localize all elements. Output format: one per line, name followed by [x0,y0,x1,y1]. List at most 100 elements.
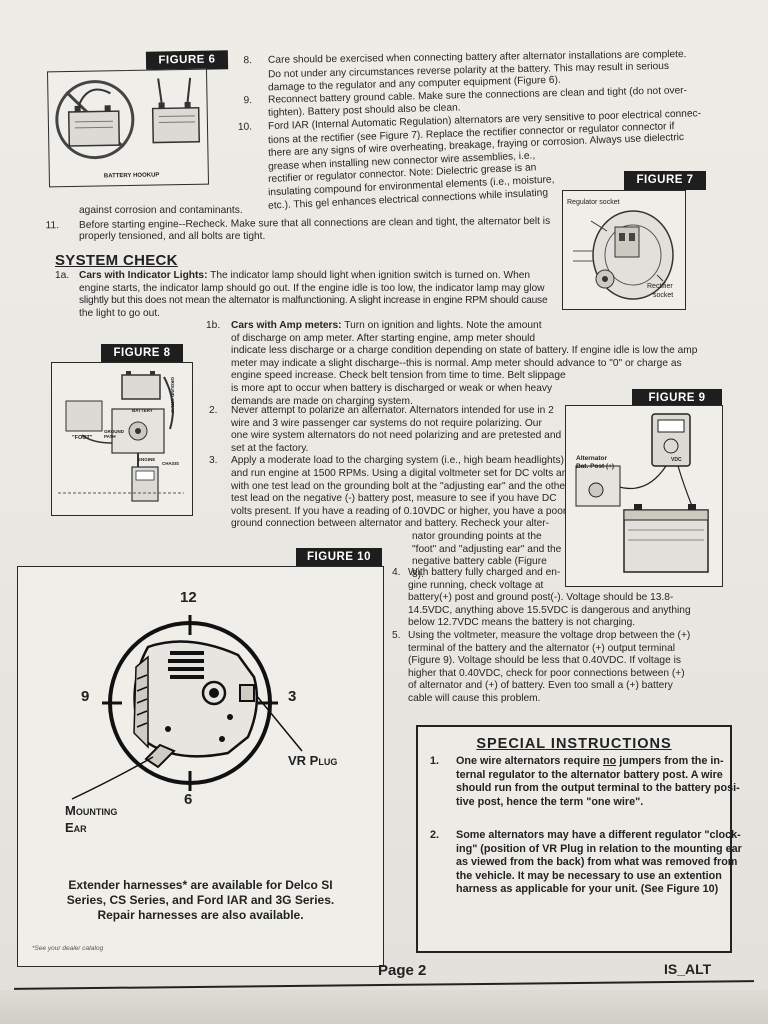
item-5-line-5: of alternator and (+) of battery. Even t… [408,680,673,692]
item-1a-line-2: engine starts, the indicator lamp should… [79,282,545,294]
fig8-ground-path-label: GROUND PATH [104,429,124,439]
item-1b-line-6: is more apt to occur when battery is dis… [231,382,553,394]
figure-10-box: 12 3 6 9 VR Plug Mounting Ear Extender h… [17,566,384,967]
figure-6-caption: BATTERY HOOKUP [103,172,160,180]
item-1b-line-3: indicate less discharge or a charge cond… [231,345,698,357]
special-item-1-line-1a: One wire alternators require [456,755,604,767]
footer-rule [14,980,754,990]
item-1a-line-1: The indicator lamp should light when ign… [210,270,531,281]
item-5-line-2: terminal of the battery and the alternat… [408,642,675,654]
item-3-line-1: Apply a moderate load to the charging sy… [231,455,564,467]
alt-bat-post-label-1: Alternator [576,455,608,462]
fig8-engine-label: ENGINE [138,457,156,462]
special-item-2-line-5: harness as applicable for your unit. (Se… [456,883,719,896]
special-item-2-line-3: as viewed from the back) from what was r… [456,856,738,869]
item-1a-number: 1a. [55,270,70,281]
item-2-line-2: wire and 3 wire passenger car systems do… [231,417,542,429]
item-5-line-6: cable will cause this problem. [408,692,541,704]
item-2-line-1: Never attempt to polarize an alternator.… [231,405,554,416]
item-1b-line-1: Turn on ignition and lights. Note the am… [344,320,542,331]
regulator-clocking-diagram [71,615,303,800]
fig8-chassis-label: CHASIS [162,461,180,466]
item-5-line-3: (Figure 9). Voltage should be less that … [408,655,681,667]
system-check-title: SYSTEM CHECK [55,252,178,269]
item-3-line-10: 8). [412,568,424,580]
item-3-line-3: with one test lead on the grounding bolt… [231,480,569,492]
mounting-label: Mounting [65,803,118,818]
item-4-line-3: battery(+) post and ground post(-). Volt… [408,592,674,604]
special-item-1-line-1b: no [603,755,617,767]
ear-label: Ear [65,820,87,835]
figure-6-box: BATTERY HOOKUP [46,68,210,188]
item-1b-line-5: engine speed increase. Check belt tensio… [231,370,566,382]
clock-6-label: 6 [184,791,193,808]
regulator-socket-label: Regulator socket [567,199,620,206]
item-1a: 1a. Cars with Indicator Lights: The indic… [55,270,555,320]
item-1b-line-2: of discharge on amp meter. After startin… [231,332,536,344]
item-2-number: 2. [209,405,218,416]
figure-6-label: FIGURE 6 [145,50,229,71]
special-item-1-line-1c: jumpers from the in- [616,755,724,767]
item-8-number: 8. [243,55,253,67]
item-3-line-2: and run engine at 1500 RPMs. Using a dig… [231,467,574,479]
rectifier-socket-label-1: Rectifier [647,283,673,290]
clock-3-label: 3 [288,688,297,705]
voltage-drop-test-illustration [575,413,709,573]
battery-hookup-illustration [55,77,201,160]
figure-7-label: FIGURE 7 [624,171,706,190]
fig8-foot-label: "FOOT" [72,435,93,441]
special-item-1-line-3: should run from the output terminal to t… [456,782,740,795]
item-3-line-4: test lead on the negative (-) battery po… [231,493,557,505]
item-3-line-6: ground connection between alternator and… [231,518,550,530]
figure-9-box: VDC Alternator Bat. Post (+) [565,405,723,587]
alt-bat-post-label-2: Bat. Post (+) [576,463,615,470]
special-item-2-line-4: the vehicle. It may be necessary to use … [456,869,722,882]
bottom-shadow-strip [0,990,768,1024]
item-1a-heading: Cars with Indicator Lights: [79,270,208,281]
clock-12-label: 12 [180,589,197,606]
item-1b: 1b.Cars with Amp meters: Turn on ignitio… [206,320,706,408]
item-11-line-2: properly tensioned, and all bolts are ti… [79,230,266,242]
extender-line-3: Repair harnesses are also available. [97,908,304,922]
fig8-ground-strap-label: GROUND STRAP [170,377,175,414]
ground-path-illustration [58,371,184,502]
item-1b-line-4: meter may indicate a slight discharge--t… [231,357,682,369]
item-4-line-1: With battery fully charged and en- [408,567,561,578]
meter-reading: VDC [671,457,682,463]
item-1a-line-4: the light to go out. [79,307,160,319]
figure-8-box: BATTERY GROUND STRAP "FOOT" GROUND PATH … [51,362,193,516]
item-3-number: 3. [209,455,218,467]
item-3-line-9: negative battery cable (Figure [412,556,547,568]
special-item-2-line-2: ing" (position of VR Plug in relation to… [456,842,742,855]
item-2-line-3: one wire system alternators do not need … [231,430,562,442]
item-3-line-8: "foot" and "adjusting ear" and the [412,543,562,555]
dealer-catalog-footnote: *See your dealer catalog [32,945,104,952]
item-4-number: 4. [392,567,401,578]
item-5-line-1: Using the voltmeter, measure the voltage… [408,629,691,641]
item-2-line-4: set at the factory. [231,442,309,454]
figure-10-label: FIGURE 10 [296,548,382,567]
special-instructions-box: SPECIAL INSTRUCTIONS 1.One wire alternat… [416,725,742,953]
special-item-2-line-1: Some alternators may have a different re… [456,829,741,841]
item-3-line-7: nator grounding points at the [412,530,542,542]
special-item-2-number: 2. [430,829,440,841]
special-item-1-line-2: ternal regulator to the alternator batte… [456,768,723,781]
item-9-number: 9. [243,94,253,107]
item-10-line-8: against corrosion and contaminants. [79,205,243,216]
extender-line-1: Extender harnesses* are available for De… [68,878,333,892]
items-2-3: 2. Never attempt to polarize an alternato… [206,405,573,581]
item-10-number: 10. [237,121,253,133]
item-3-line-5: volts present. If you have a reading of … [231,505,567,517]
special-item-1: 1.One wire alternators require no jumper… [430,755,740,809]
rectifier-socket-label-2: socket [653,292,674,299]
document-code: IS_ALT [664,961,712,977]
page-number: Page 2 [378,962,427,979]
items-4-5: 4.With battery fully charged and en- gin… [392,567,722,706]
special-item-2: 2. Some alternators may have a different … [430,829,742,897]
item-11: 11.Before starting engine--Recheck. Make… [46,216,555,243]
figure-7-box: Regulator socket Rectifier socket [562,190,686,310]
clock-9-label: 9 [81,688,90,705]
figure-9-label: FIGURE 9 [632,389,722,408]
figure-8-label: FIGURE 8 [101,344,183,363]
